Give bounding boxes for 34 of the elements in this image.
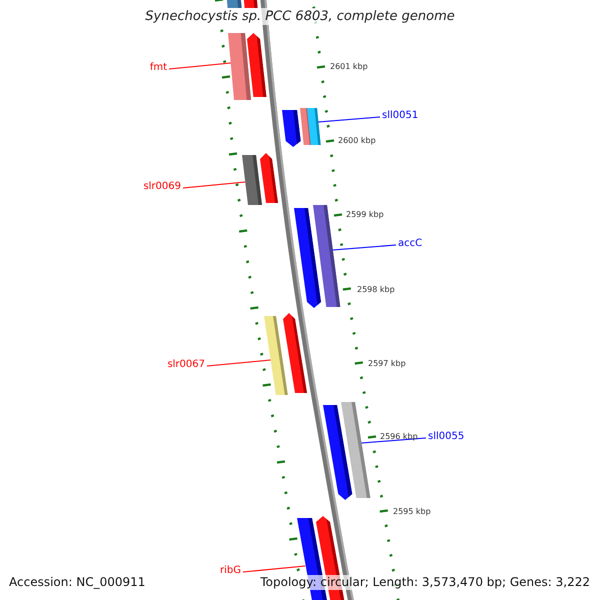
gene-bar xyxy=(226,0,242,8)
scale-label: 2597 kbp xyxy=(368,360,406,368)
gene-bar xyxy=(260,153,278,203)
leader-line xyxy=(242,566,306,572)
gene-label: slr0069 xyxy=(143,182,181,192)
gene-bar xyxy=(242,155,262,205)
scale-label: 2596 kbp xyxy=(380,433,418,441)
gene-label: sll0051 xyxy=(382,111,418,121)
gene-label: slr0067 xyxy=(167,360,205,370)
scale-label: 2601 kbp xyxy=(330,63,368,71)
scale-label: 2600 kbp xyxy=(338,137,376,145)
gene-bar xyxy=(283,313,307,393)
gene-label: accC xyxy=(398,239,422,249)
scale-label: 2595 kbp xyxy=(393,508,431,516)
gene-bar xyxy=(247,33,266,97)
gene-label: ribG xyxy=(220,566,241,576)
leader-line xyxy=(206,360,272,366)
gene-bar xyxy=(228,33,252,100)
footer-text: Accession: NC_000911 xyxy=(7,575,148,590)
leader-line xyxy=(361,438,426,444)
gene-label: sll0055 xyxy=(428,432,464,442)
gene-bar xyxy=(243,0,258,8)
leader-line xyxy=(332,244,396,250)
leader-line xyxy=(182,182,246,188)
gene-bar xyxy=(313,205,340,307)
gene-bar xyxy=(307,108,321,145)
gene-bar xyxy=(264,316,288,395)
gene-bar xyxy=(341,402,370,498)
leader-line xyxy=(318,116,380,122)
gene-bar xyxy=(282,110,301,147)
scale-label: 2598 kbp xyxy=(357,286,395,294)
footer-text: Topology: circular; Length: 3,573,470 bp; Genes: 3,222 xyxy=(258,575,592,590)
leader-line xyxy=(168,62,232,70)
gene-label: fmt xyxy=(150,63,167,73)
